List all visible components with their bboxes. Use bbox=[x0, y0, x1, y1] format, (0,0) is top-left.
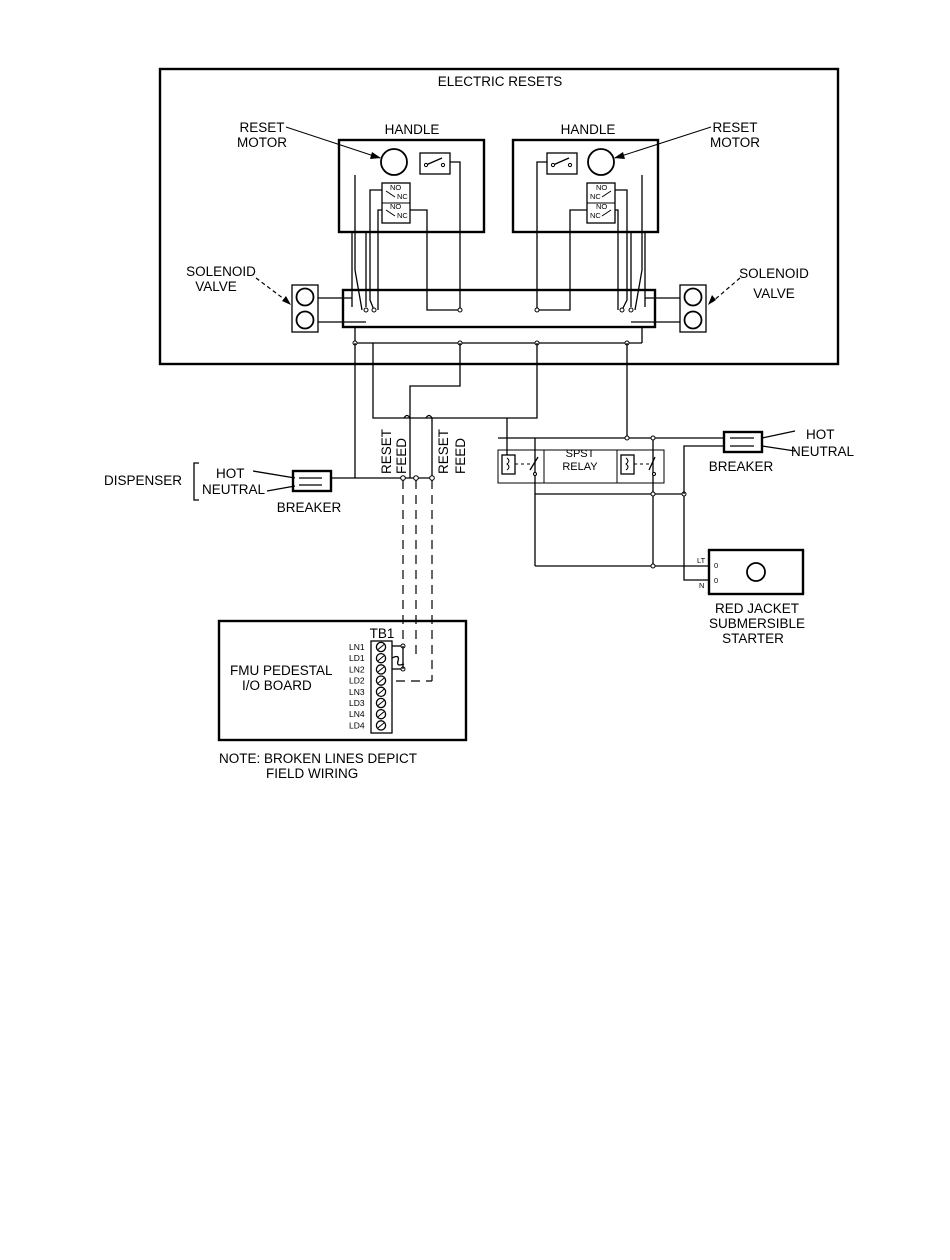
right-motor-label: MOTOR bbox=[710, 135, 760, 150]
starter-label-2: SUBMERSIBLE bbox=[709, 616, 805, 631]
terminal-screw-slot bbox=[377, 655, 385, 662]
spst-relay: SPST RELAY bbox=[497, 448, 665, 484]
dispenser-neutral-label: NEUTRAL bbox=[202, 482, 266, 497]
right-motor-arrow-icon bbox=[614, 152, 625, 159]
starter-term-n: N bbox=[699, 581, 704, 590]
pump-hot-label: HOT bbox=[806, 427, 835, 442]
right-contact-nc-2: NC bbox=[590, 211, 601, 220]
left-contact-no-1: NO bbox=[390, 183, 401, 192]
right-solenoid-label-2: VALVE bbox=[753, 286, 795, 301]
right-reset-label: RESET bbox=[712, 120, 757, 135]
right-handle: HANDLE NO NC NO NC RESET MOTOR bbox=[511, 120, 760, 234]
terminal-screw-slot bbox=[377, 711, 385, 718]
pump-breaker-icon bbox=[722, 430, 764, 454]
left-contact-no-2: NO bbox=[390, 202, 401, 211]
pump-neutral-label: NEUTRAL bbox=[791, 444, 855, 459]
starter-pin-1: 0 bbox=[714, 561, 718, 570]
terminal-block-title: TB1 bbox=[370, 626, 395, 641]
fmu-label-2: I/O BOARD bbox=[242, 678, 312, 693]
dispenser-label: DISPENSER bbox=[104, 473, 182, 488]
right-reset-motor-icon bbox=[587, 148, 615, 176]
right-handle-title: HANDLE bbox=[561, 122, 616, 137]
fmu-io-board: FMU PEDESTAL I/O BOARD TB1 LN1LD1LN2LD2L… bbox=[217, 619, 468, 742]
right-solenoid-valve: SOLENOID VALVE bbox=[679, 266, 809, 333]
right-contact-no-2: NO bbox=[596, 202, 607, 211]
right-handle-switch-icon bbox=[546, 152, 578, 175]
note: NOTE: BROKEN LINES DEPICT FIELD WIRING bbox=[219, 751, 417, 781]
terminal-label: LN1 bbox=[349, 642, 365, 652]
left-handle-title: HANDLE bbox=[385, 122, 440, 137]
right-contact-block: NO NC NO NC bbox=[586, 182, 616, 224]
starter-label-1: RED JACKET bbox=[715, 601, 799, 616]
terminal-screw-slot bbox=[377, 700, 385, 706]
left-contact-nc-1: NC bbox=[397, 192, 408, 201]
terminal-screw-slot bbox=[377, 644, 385, 650]
left-reset-label: RESET bbox=[239, 120, 284, 135]
terminal-screw-slot bbox=[377, 677, 385, 684]
terminal-label: LN2 bbox=[349, 664, 365, 674]
left-handle-switch-icon bbox=[419, 152, 451, 175]
starter-indicator-icon bbox=[746, 562, 766, 582]
terminal-block-icon bbox=[370, 640, 393, 734]
terminal-label: LD2 bbox=[349, 676, 365, 686]
right-solenoid-label-1: SOLENOID bbox=[739, 266, 809, 281]
terminal-label: LN3 bbox=[349, 687, 365, 697]
electric-resets-enclosure: ELECTRIC RESETS bbox=[158, 67, 840, 366]
reset-feed-1-line-1: RESET bbox=[379, 429, 394, 474]
external-wiring bbox=[354, 343, 725, 682]
dispenser-supply: DISPENSER HOT NEUTRAL BREAKER bbox=[104, 462, 355, 515]
reset-feed-1-line-2: FEED bbox=[394, 438, 409, 474]
note-line-2: FIELD WIRING bbox=[266, 766, 358, 781]
submersible-starter: LT N 0 0 RED JACKET SUBMERSIBLE STARTER bbox=[697, 548, 805, 646]
terminal-label: LD1 bbox=[349, 653, 365, 663]
left-solenoid-label-1: SOLENOID bbox=[186, 264, 256, 279]
reset-feed-labels: RESET FEED RESET FEED bbox=[379, 429, 468, 474]
left-contact-block: NO NC NO NC bbox=[381, 182, 411, 224]
fmu-label-1: FMU PEDESTAL bbox=[230, 663, 333, 678]
right-solenoid-arrow-icon bbox=[708, 295, 716, 305]
right-contact-no-1: NO bbox=[596, 183, 607, 192]
left-solenoid-label-2: VALVE bbox=[195, 279, 237, 294]
dispenser-breaker-icon bbox=[291, 469, 333, 493]
electric-resets-title: ELECTRIC RESETS bbox=[438, 74, 563, 89]
dispenser-breaker-label: BREAKER bbox=[277, 500, 342, 515]
terminal-label: LN4 bbox=[349, 709, 365, 719]
junction-box bbox=[341, 288, 657, 329]
relay-label-2: RELAY bbox=[562, 461, 598, 473]
left-handle: HANDLE NO NC NO NC RESET MOTOR bbox=[237, 120, 486, 234]
reset-feed-2-line-2: FEED bbox=[453, 438, 468, 474]
terminal-screw-slot bbox=[377, 688, 385, 695]
terminal-label: LD4 bbox=[349, 720, 365, 730]
left-solenoid-arrow-icon bbox=[282, 296, 291, 305]
left-reset-motor-icon bbox=[380, 148, 408, 176]
pump-supply: HOT NEUTRAL BREAKER bbox=[683, 427, 855, 494]
terminal-label: LD3 bbox=[349, 698, 365, 708]
right-contact-nc-1: NC bbox=[590, 192, 601, 201]
left-motor-arrow-icon bbox=[370, 152, 381, 159]
terminal-screw-slot bbox=[377, 666, 385, 673]
reset-feed-2-line-1: RESET bbox=[436, 429, 451, 474]
note-line-1: NOTE: BROKEN LINES DEPICT bbox=[219, 751, 417, 766]
left-contact-nc-2: NC bbox=[397, 211, 408, 220]
starter-pin-2: 0 bbox=[714, 576, 718, 585]
left-solenoid-valve: SOLENOID VALVE bbox=[186, 264, 319, 333]
starter-term-lt: LT bbox=[697, 556, 706, 565]
handle-wiring bbox=[318, 161, 680, 346]
terminal-screw-slot bbox=[377, 722, 385, 729]
relay-label-1: SPST bbox=[566, 448, 595, 460]
pump-breaker-label: BREAKER bbox=[709, 459, 774, 474]
starter-label-3: STARTER bbox=[722, 631, 784, 646]
left-motor-label: MOTOR bbox=[237, 135, 287, 150]
dispenser-hot-label: HOT bbox=[216, 466, 245, 481]
